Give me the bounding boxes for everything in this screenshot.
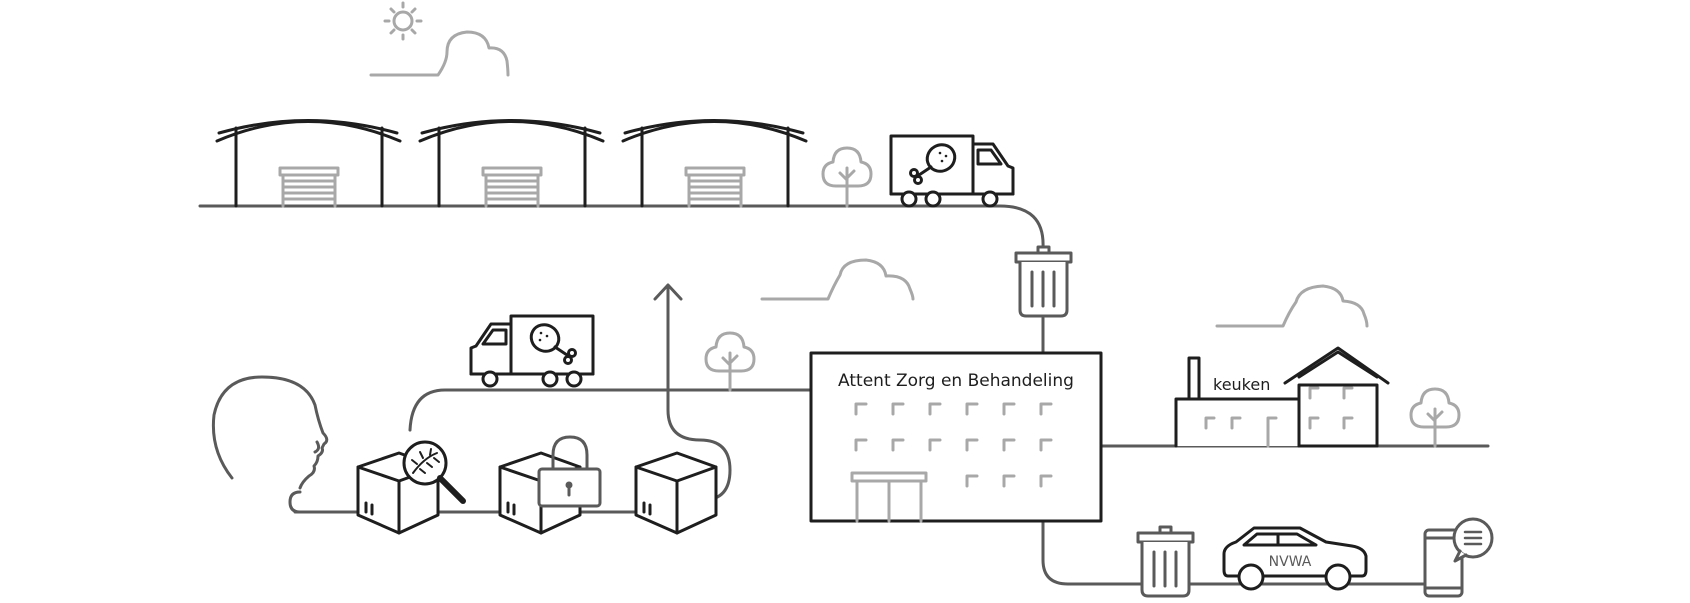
- padlock-icon: [537, 435, 602, 508]
- person-head-icon: [211, 375, 329, 490]
- car-icon: NVWA: [1222, 526, 1368, 591]
- tree-icon: [1409, 387, 1461, 448]
- box-icon: [634, 451, 718, 535]
- chat-bubble-icon: [1452, 517, 1494, 563]
- tree-icon: [704, 331, 756, 392]
- tree-icon: [821, 146, 873, 208]
- chicken-leg-icon: [909, 143, 957, 185]
- trash-bin-icon: [1136, 525, 1195, 598]
- delivery-truck-icon: [469, 314, 595, 388]
- warehouse-icon: [418, 119, 605, 208]
- trash-bin-icon: [1014, 245, 1073, 318]
- warehouse-icon: [621, 119, 808, 208]
- bacteria-icon: [411, 448, 440, 474]
- building-label: Attent Zorg en Behandeling: [838, 371, 1074, 391]
- cloud-icon: [760, 258, 915, 301]
- house-icon: [1283, 346, 1390, 448]
- arrow-up-icon: [653, 283, 683, 301]
- car-label: NVWA: [1269, 554, 1312, 570]
- chicken-leg-icon: [529, 323, 577, 365]
- care-building: Attent Zorg en Behandeling: [809, 351, 1103, 523]
- flow-lines: [198, 204, 1490, 586]
- warehouse-icon: [215, 119, 402, 208]
- magnifier-icon: [402, 440, 466, 504]
- sun-icon: [383, 1, 423, 41]
- cloud-icon: [369, 30, 510, 77]
- delivery-truck-icon: [889, 134, 1015, 208]
- kitchen-building-icon: keuken: [1174, 356, 1301, 448]
- kitchen-label: keuken: [1213, 375, 1270, 394]
- cloud-icon: [1215, 284, 1369, 328]
